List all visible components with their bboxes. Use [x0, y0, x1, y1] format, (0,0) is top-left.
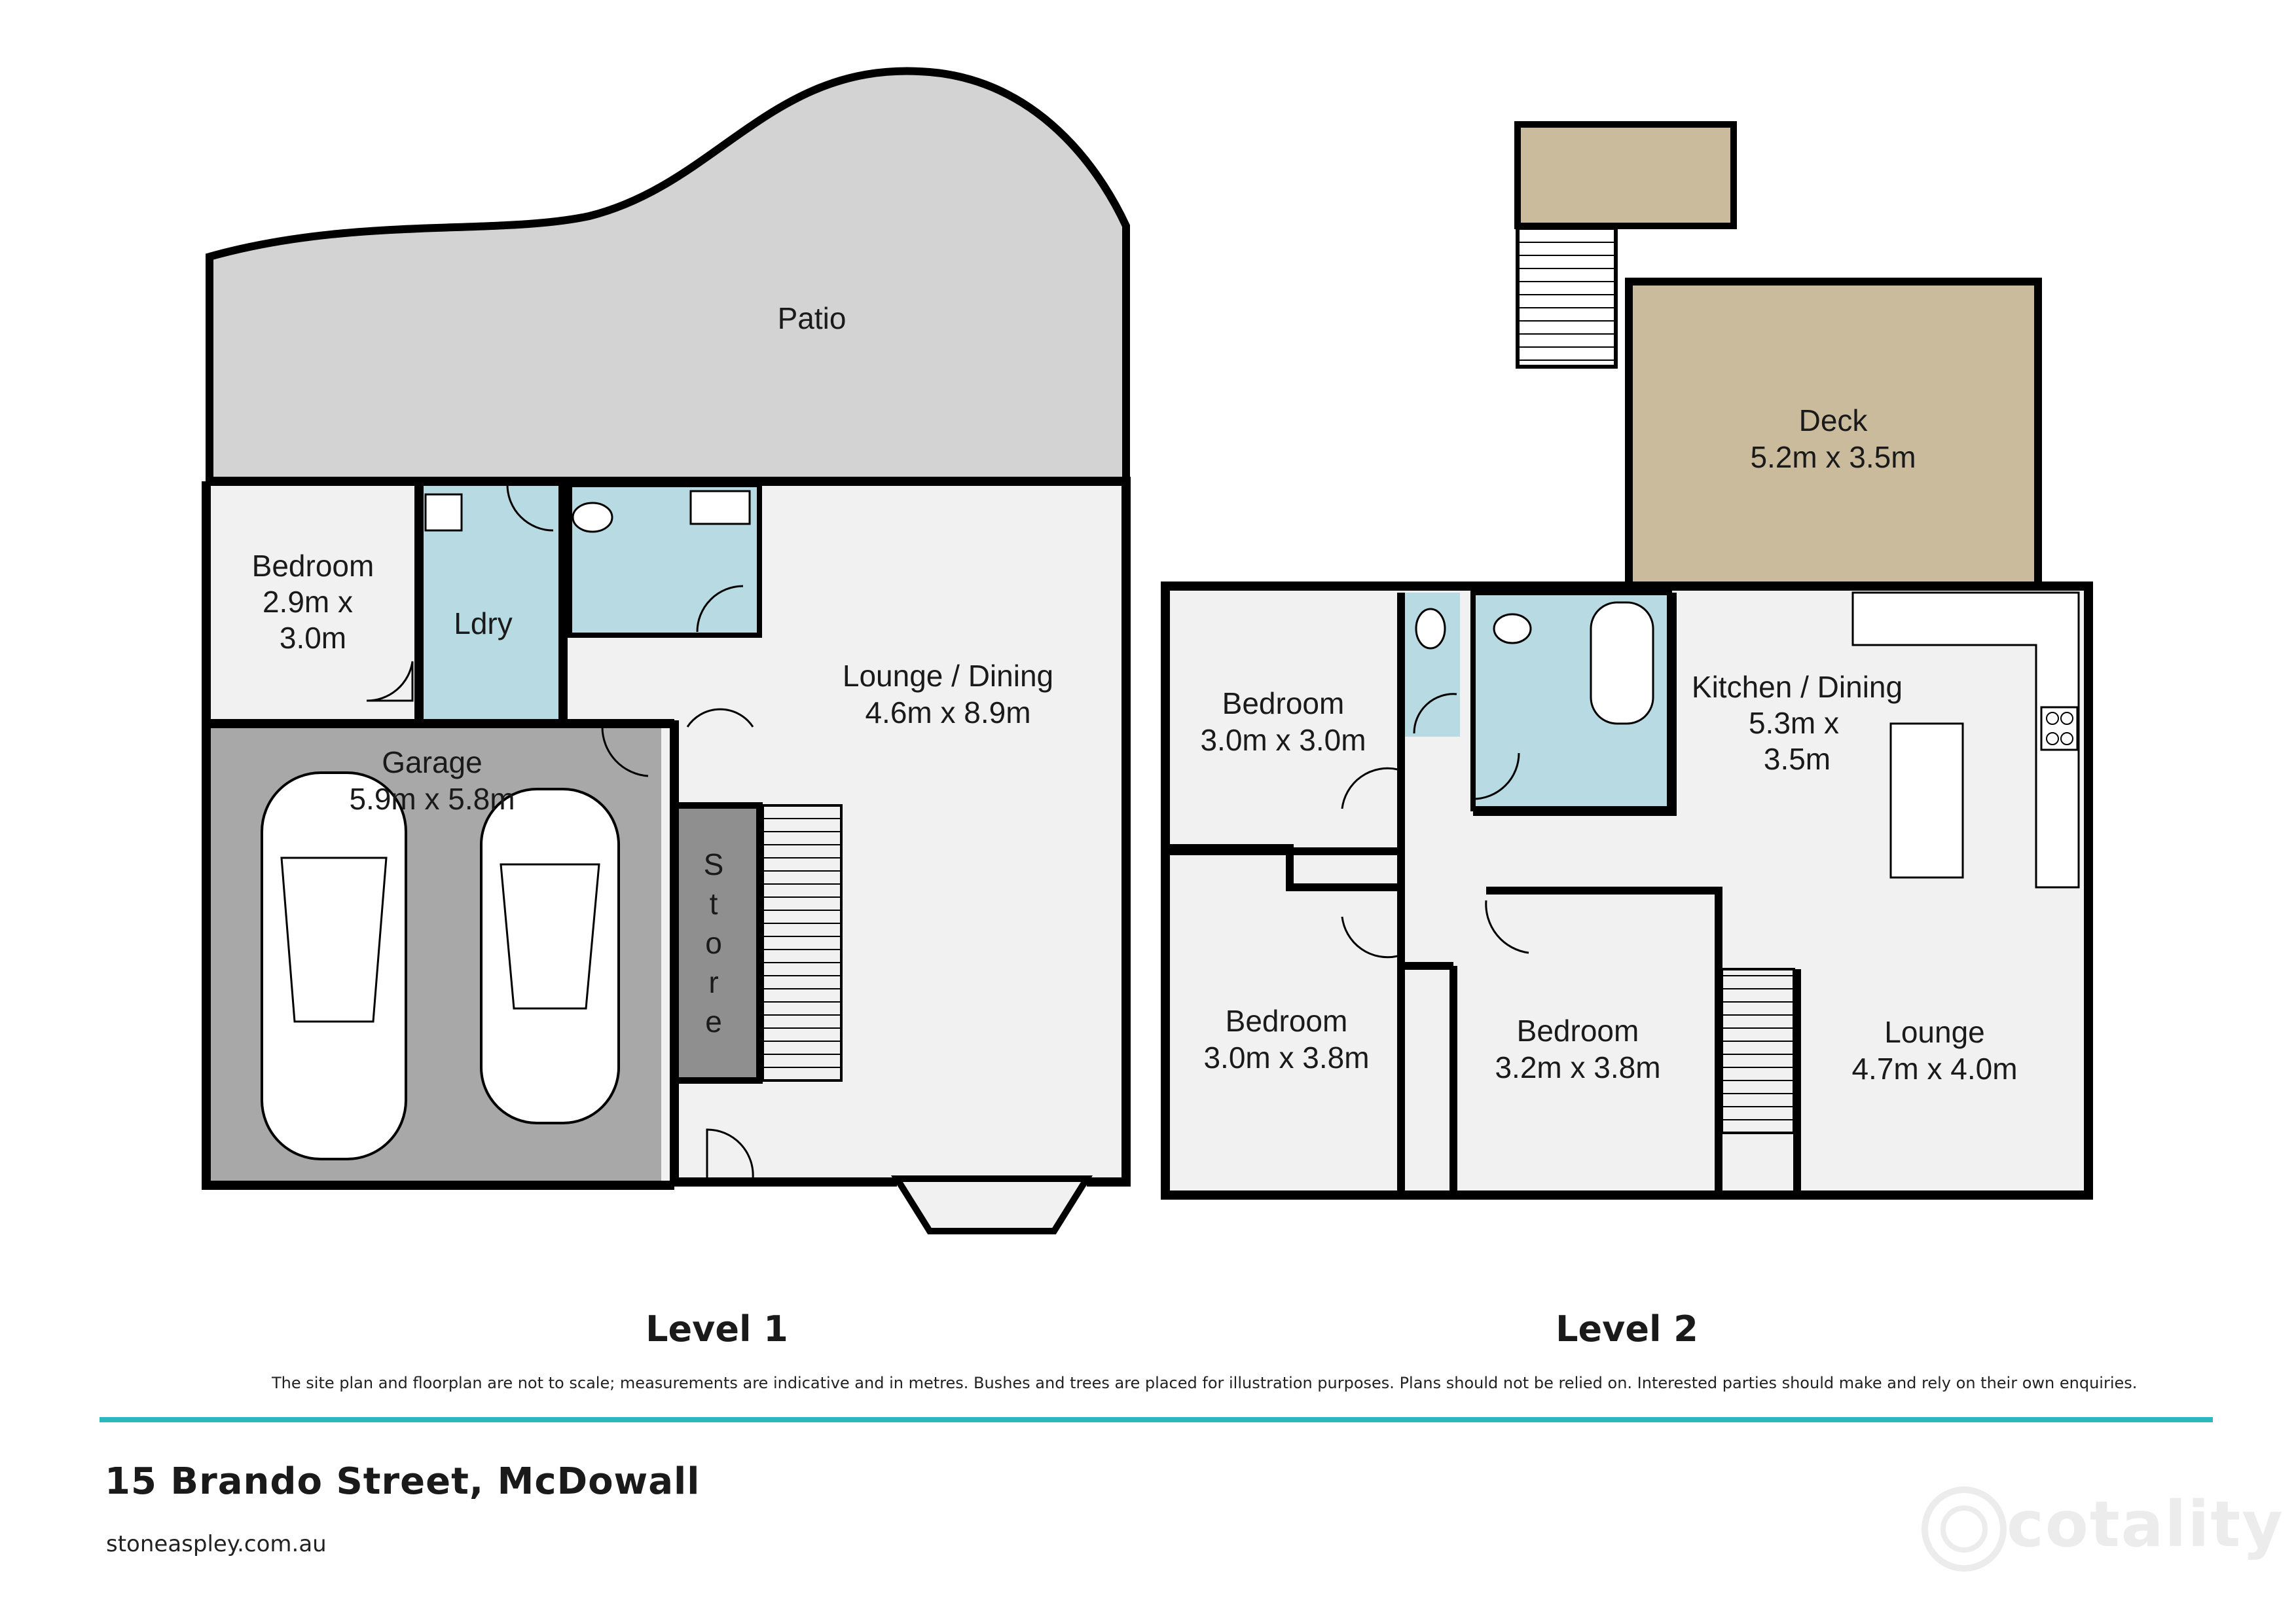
door-swing-icon	[1413, 693, 1457, 734]
kitchen-dining-size-line3: 3.5m	[1764, 742, 1831, 776]
toilet-icon	[1415, 608, 1446, 650]
divider-rule	[100, 1417, 2213, 1422]
door-swing-icon	[696, 585, 744, 633]
bedroom-size: 3.0m x 3.8m	[1203, 1041, 1369, 1075]
lounge-dining-size: 4.6m x 8.9m	[865, 695, 1030, 729]
door-swing-icon	[1341, 767, 1398, 809]
car-icon	[480, 788, 620, 1124]
garage-label: Garage	[382, 745, 482, 779]
deck-area	[1625, 278, 2042, 590]
brand-logo-icon	[1922, 1486, 2007, 1572]
patio-area	[206, 67, 1130, 485]
bedroom-label: Bedroom	[1222, 686, 1345, 720]
store-letter: S	[704, 847, 724, 881]
sink-icon	[689, 490, 751, 525]
deck-label: Deck	[1799, 403, 1868, 437]
door-swing-icon	[686, 708, 754, 728]
bedroom-size: 3.0m x 3.0m	[1200, 723, 1366, 757]
laundry-label: Ldry	[454, 606, 512, 640]
property-address: 15 Brando Street, McDowall	[105, 1460, 701, 1503]
store-letter: e	[705, 1005, 722, 1039]
stairs-outside	[1516, 224, 1618, 369]
lounge-size: 4.7m x 4.0m	[1851, 1052, 2017, 1086]
bedroom-label: Bedroom	[1226, 1004, 1348, 1038]
bedroom-label: Bedroom	[1517, 1014, 1639, 1048]
bedroom-size-line2: 2.9m x	[263, 585, 353, 619]
level-2-title: Level 2	[1556, 1308, 1698, 1350]
brand-name: cotality	[2007, 1488, 2284, 1561]
toilet-icon	[572, 502, 613, 533]
level-1-plan: Patio Bedroom 2.9m x 3.0m Ldry Lounge / …	[202, 67, 1131, 1350]
brand-watermark: cotality	[1915, 1480, 2283, 1585]
door-swing-icon	[1485, 900, 1529, 954]
patio-label: Patio	[778, 301, 847, 335]
store-letter: t	[710, 887, 718, 921]
door-swing-icon	[601, 726, 649, 777]
store-letter: o	[705, 926, 722, 960]
stairs-level-1	[761, 804, 843, 1082]
car-icon	[261, 771, 407, 1160]
level-1-walls	[202, 477, 1131, 1190]
kitchen-island	[1889, 722, 1964, 879]
lounge-label: Lounge	[1884, 1015, 1985, 1049]
sink-icon	[424, 493, 463, 532]
sink-icon	[1493, 613, 1532, 644]
door-swing-icon	[1341, 916, 1398, 959]
landing-area	[1514, 121, 1737, 229]
bedroom-size: 3.2m x 3.8m	[1495, 1050, 1660, 1084]
lounge-dining-label: Lounge / Dining	[843, 659, 1053, 693]
door-swing-icon	[506, 484, 554, 532]
garage-size: 5.9m x 5.8m	[349, 782, 515, 816]
stairs-level-2	[1721, 968, 1795, 1134]
level-2-plan: Deck 5.2m x 3.5m Bedroom 3.0m x 3.0m Kit…	[1161, 121, 2093, 1350]
door-swing-icon	[1472, 752, 1520, 800]
bedroom-size-line3: 3.0m	[280, 621, 346, 655]
deck-size: 5.2m x 3.5m	[1750, 440, 1916, 474]
level-1-title: Level 1	[646, 1308, 788, 1350]
bedroom-label: Bedroom	[252, 549, 374, 583]
store-letter: r	[708, 965, 718, 999]
bay-window	[890, 1175, 1093, 1234]
level-2-walls	[1165, 593, 1801, 1195]
cooktop-icon	[2040, 706, 2079, 751]
door-swing-icon	[706, 1128, 754, 1179]
kitchen-dining-label: Kitchen / Dining	[1692, 670, 1903, 704]
bathtub-icon	[1590, 601, 1654, 725]
door-swing-icon	[366, 661, 414, 702]
disclaimer: The site plan and floorplan are not to s…	[272, 1374, 2138, 1392]
kitchen-bench	[1851, 591, 2080, 889]
kitchen-dining-size-line2: 5.3m x	[1749, 706, 1839, 740]
agency-website[interactable]: stoneaspley.com.au	[106, 1531, 327, 1557]
